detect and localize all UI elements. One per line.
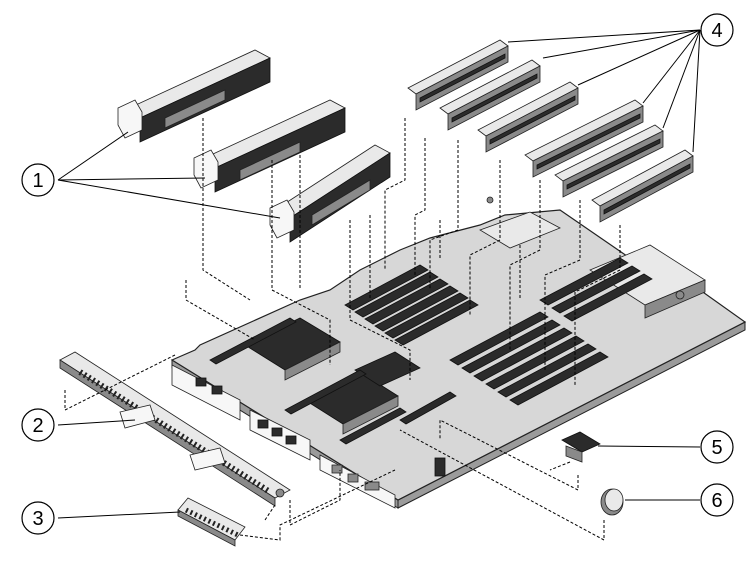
callout-2: 2 <box>21 408 55 442</box>
dimm-2 <box>439 59 541 131</box>
callout-5-label: 5 <box>711 437 722 459</box>
dimm-6 <box>591 149 694 223</box>
callout-3-label: 3 <box>32 508 43 530</box>
dimm-3 <box>477 81 579 153</box>
connector-part <box>177 497 246 547</box>
battery <box>600 488 624 516</box>
standoff <box>675 290 685 300</box>
leader-lines <box>57 29 701 519</box>
riser-card-1 <box>117 49 271 143</box>
dimm-1 <box>407 39 509 111</box>
front-bracket <box>59 351 291 507</box>
standoff <box>486 196 494 204</box>
dimm-4 <box>524 99 644 178</box>
callout-3: 3 <box>21 501 55 535</box>
callout-1: 1 <box>21 163 55 197</box>
clip-part <box>561 431 601 463</box>
dimm-slots-left <box>344 264 479 346</box>
riser-card-2 <box>193 99 346 193</box>
callout-4: 4 <box>700 13 734 47</box>
dimm-slots-right <box>449 257 653 406</box>
riser-card-3 <box>269 144 391 243</box>
rear-io-ports <box>171 364 396 509</box>
callout-4-label: 4 <box>711 20 722 42</box>
callout-6: 6 <box>700 483 734 517</box>
riser-cards <box>117 49 391 243</box>
dimm-5 <box>554 124 664 198</box>
internal-connector <box>434 457 446 477</box>
dimm-modules <box>407 39 694 223</box>
callout-5: 5 <box>700 430 734 464</box>
callout-1-label: 1 <box>32 170 43 192</box>
callout-2-label: 2 <box>32 415 43 437</box>
assembly-guide-lines <box>64 118 621 541</box>
motherboard <box>170 196 747 509</box>
pci-slots <box>209 317 457 445</box>
callout-6-label: 6 <box>711 490 722 512</box>
